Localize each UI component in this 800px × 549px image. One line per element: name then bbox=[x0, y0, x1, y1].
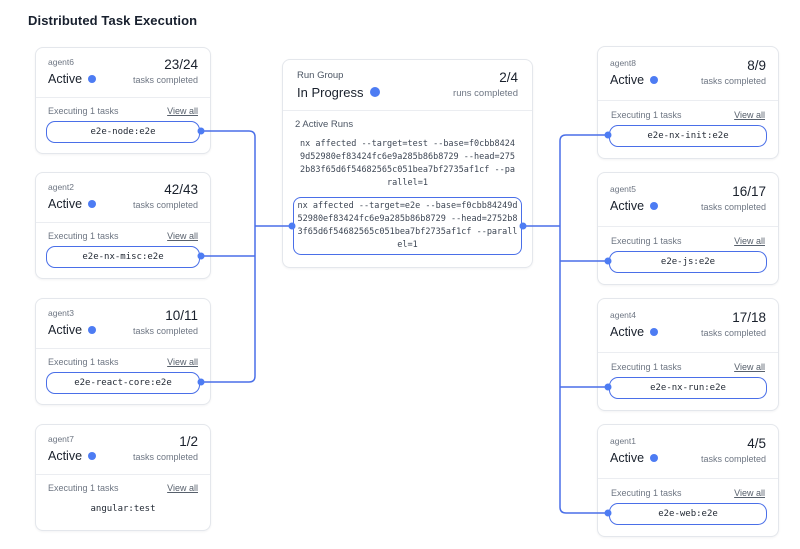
card-divider bbox=[36, 348, 210, 349]
run-command-highlighted[interactable]: nx affected --target=e2e --base=f0cbb842… bbox=[293, 197, 522, 255]
active-status-dot bbox=[88, 75, 97, 83]
card-divider bbox=[36, 474, 210, 475]
agent-name: agent2 bbox=[48, 182, 74, 192]
view-all-link[interactable]: View all bbox=[734, 488, 765, 498]
agent-name: agent1 bbox=[610, 436, 636, 446]
task-pill[interactable]: e2e-nx-run:e2e bbox=[609, 377, 767, 399]
in-progress-status-dot bbox=[370, 87, 381, 97]
tasks-progress: 8/9 bbox=[747, 58, 766, 73]
executing-tasks-label: Executing 1 tasks bbox=[48, 483, 119, 493]
agent-name: agent6 bbox=[48, 57, 74, 67]
card-divider bbox=[36, 97, 210, 98]
task-pill[interactable]: e2e-node:e2e bbox=[46, 121, 200, 143]
view-all-link[interactable]: View all bbox=[734, 110, 765, 120]
tasks-progress: 10/11 bbox=[165, 308, 198, 323]
card-divider bbox=[598, 100, 778, 101]
run-command[interactable]: nx affected --target=test --base=f0cbb84… bbox=[300, 139, 515, 188]
active-runs-label: 2 Active Runs bbox=[295, 119, 354, 130]
card-divider bbox=[283, 110, 532, 111]
tasks-progress-caption: tasks completed bbox=[700, 454, 766, 464]
agent-name: agent3 bbox=[48, 308, 74, 318]
agent-card: agent2 Active 42/43 tasks completed Exec… bbox=[35, 172, 211, 279]
agent-card: agent4 Active 17/18 tasks completed Exec… bbox=[597, 298, 779, 411]
executing-tasks-label: Executing 1 tasks bbox=[48, 357, 119, 367]
agent-status: Active bbox=[610, 199, 645, 213]
agent-name: agent5 bbox=[610, 184, 636, 194]
active-status-dot bbox=[650, 76, 659, 84]
agent-status: Active bbox=[48, 323, 83, 337]
task-pill[interactable]: e2e-web:e2e bbox=[609, 503, 767, 525]
executing-tasks-label: Executing 1 tasks bbox=[48, 106, 119, 116]
agent-name: agent7 bbox=[48, 434, 74, 444]
tasks-progress-caption: tasks completed bbox=[132, 326, 198, 336]
task-pill[interactable]: e2e-nx-init:e2e bbox=[609, 125, 767, 147]
executing-tasks-label: Executing 1 tasks bbox=[48, 231, 119, 241]
agent-status: Active bbox=[48, 72, 83, 86]
executing-tasks-label: Executing 1 tasks bbox=[611, 110, 682, 120]
tasks-progress: 23/24 bbox=[164, 57, 198, 72]
tasks-progress: 16/17 bbox=[732, 184, 766, 199]
run-group-card: Run Group In Progress 2/4 runs completed… bbox=[282, 59, 533, 268]
task-pill[interactable]: e2e-nx-misc:e2e bbox=[46, 246, 200, 268]
view-all-link[interactable]: View all bbox=[167, 357, 198, 367]
agent-status: Active bbox=[48, 449, 83, 463]
agent-card: agent3 Active 10/11 tasks completed Exec… bbox=[35, 298, 211, 405]
tasks-progress-caption: tasks completed bbox=[700, 76, 766, 86]
active-status-dot bbox=[650, 454, 659, 462]
agent-status: Active bbox=[610, 73, 645, 87]
view-all-link[interactable]: View all bbox=[734, 362, 765, 372]
view-all-link[interactable]: View all bbox=[734, 236, 765, 246]
task-pill[interactable]: e2e-js:e2e bbox=[609, 251, 767, 273]
run-group-label: Run Group bbox=[297, 70, 344, 81]
view-all-link[interactable]: View all bbox=[167, 106, 198, 116]
tasks-progress-caption: tasks completed bbox=[132, 75, 198, 85]
task-pill[interactable]: angular:test bbox=[46, 498, 200, 520]
tasks-progress: 4/5 bbox=[747, 436, 766, 451]
agent-status: Active bbox=[610, 325, 645, 339]
agent-card: agent5 Active 16/17 tasks completed Exec… bbox=[597, 172, 779, 285]
agent-card: agent7 Active 1/2 tasks completed Execut… bbox=[35, 424, 211, 531]
card-divider bbox=[36, 222, 210, 223]
view-all-link[interactable]: View all bbox=[167, 231, 198, 241]
tasks-progress-caption: tasks completed bbox=[700, 328, 766, 338]
tasks-progress-caption: tasks completed bbox=[132, 200, 198, 210]
task-pill[interactable]: e2e-react-core:e2e bbox=[46, 372, 200, 394]
runs-progress: 2/4 bbox=[499, 70, 518, 85]
executing-tasks-label: Executing 1 tasks bbox=[611, 236, 682, 246]
card-divider bbox=[598, 478, 778, 479]
active-status-dot bbox=[88, 200, 97, 208]
active-status-dot bbox=[650, 202, 659, 210]
card-divider bbox=[598, 352, 778, 353]
agent-name: agent4 bbox=[610, 310, 636, 320]
tasks-progress-caption: tasks completed bbox=[132, 452, 198, 462]
page-title: Distributed Task Execution bbox=[28, 13, 198, 28]
agent-card: agent8 Active 8/9 tasks completed Execut… bbox=[597, 46, 779, 159]
agent-status: Active bbox=[48, 197, 83, 211]
executing-tasks-label: Executing 1 tasks bbox=[611, 362, 682, 372]
active-status-dot bbox=[650, 328, 659, 336]
tasks-progress-caption: tasks completed bbox=[700, 202, 766, 212]
executing-tasks-label: Executing 1 tasks bbox=[611, 488, 682, 498]
tasks-progress: 1/2 bbox=[179, 434, 198, 449]
agent-status: Active bbox=[610, 451, 645, 465]
agent-card: agent6 Active 23/24 tasks completed Exec… bbox=[35, 47, 211, 154]
card-divider bbox=[598, 226, 778, 227]
runs-progress-caption: runs completed bbox=[453, 88, 518, 99]
active-status-dot bbox=[88, 326, 97, 334]
tasks-progress: 42/43 bbox=[164, 182, 198, 197]
tasks-progress: 17/18 bbox=[732, 310, 766, 325]
agent-name: agent8 bbox=[610, 58, 636, 68]
active-status-dot bbox=[88, 452, 97, 460]
agent-card: agent1 Active 4/5 tasks completed Execut… bbox=[597, 424, 779, 537]
run-group-status: In Progress bbox=[297, 84, 364, 100]
view-all-link[interactable]: View all bbox=[167, 483, 198, 493]
